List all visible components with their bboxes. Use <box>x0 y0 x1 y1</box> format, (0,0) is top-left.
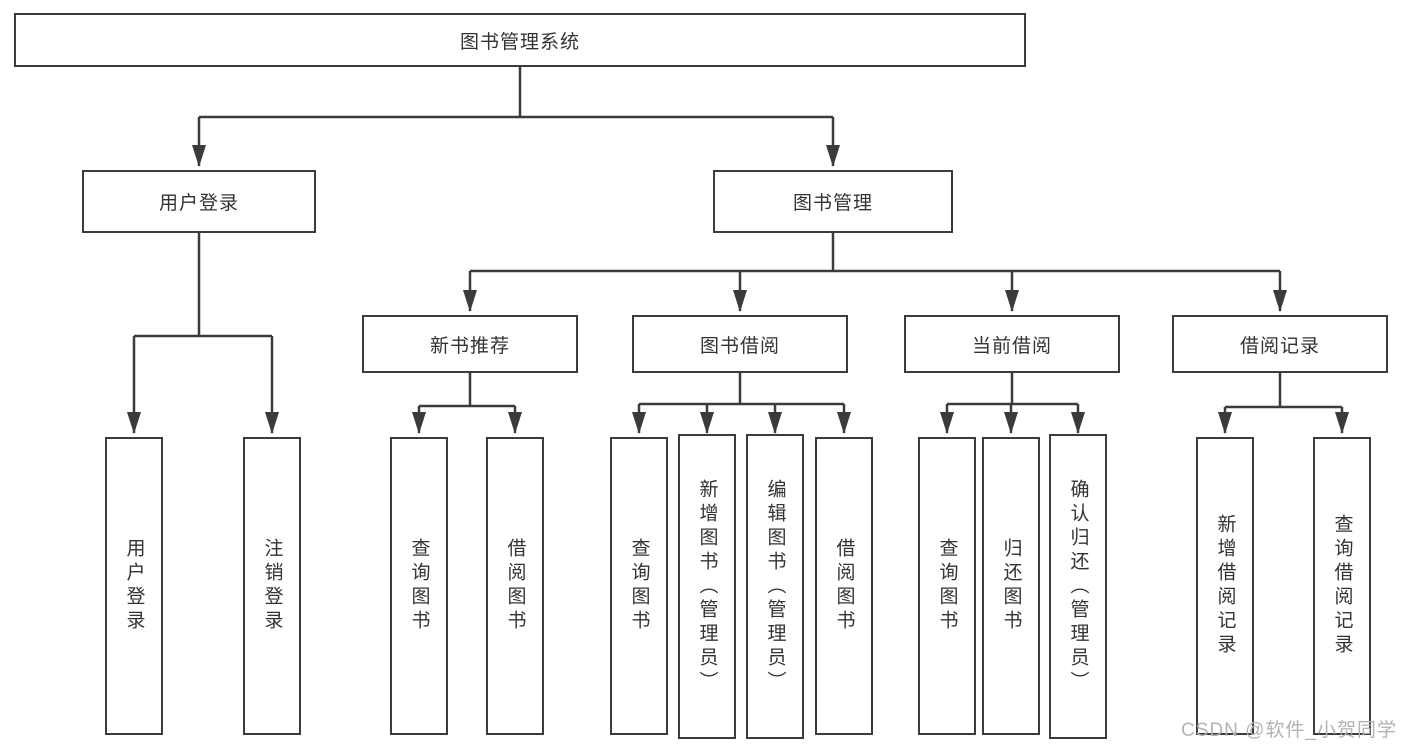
node-bb-borrow-books: 借阅图书 <box>815 437 873 735</box>
node-label: 借阅记录 <box>1239 335 1320 357</box>
connector-borrowing-records-split <box>1225 373 1342 409</box>
node-cb-return-books: 归还图书 <box>982 437 1040 735</box>
node-label: 新书推荐 <box>429 335 510 357</box>
node-label: 借阅图书 <box>504 538 526 634</box>
node-logout-action: 注销登录 <box>243 437 301 735</box>
node-label: 查询图书 <box>936 538 958 634</box>
node-label: 图书管理 <box>792 193 873 214</box>
node-nb-borrow-books: 借阅图书 <box>486 437 544 735</box>
node-label: 新增图书（管理员） <box>696 478 718 695</box>
node-label: 当前借阅 <box>971 335 1052 357</box>
node-bb-edit-books-admin: 编辑图书（管理员） <box>746 434 804 739</box>
node-label: 图书管理系统 <box>459 31 580 53</box>
node-bb-add-books-admin: 新增图书（管理员） <box>678 434 736 739</box>
connector-book-management-split <box>470 233 1280 273</box>
node-label: 借阅图书 <box>833 538 855 634</box>
node-book-management: 图书管理 <box>713 170 953 233</box>
node-label: 注销登录 <box>261 538 283 634</box>
node-nb-query-books: 查询图书 <box>390 437 448 735</box>
node-label: 查询图书 <box>408 538 430 634</box>
node-label: 查询借阅记录 <box>1331 514 1353 658</box>
node-user-login: 用户登录 <box>82 170 316 233</box>
node-library-management-system: 图书管理系统 <box>14 13 1026 67</box>
watermark: CSDN @软件_小贺同学 <box>1181 720 1397 741</box>
connector-user-login-split <box>134 233 272 338</box>
node-br-query-record: 查询借阅记录 <box>1313 437 1371 735</box>
node-label: 查询图书 <box>628 538 650 634</box>
node-book-borrowing: 图书借阅 <box>632 315 848 373</box>
node-label: 用户登录 <box>158 193 239 214</box>
node-label: 编辑图书（管理员） <box>764 478 786 695</box>
node-label: 图书借阅 <box>699 335 780 357</box>
node-cb-confirm-return-admin: 确认归还（管理员） <box>1049 434 1107 739</box>
node-new-book-recommendation: 新书推荐 <box>362 315 578 373</box>
node-user-login-action: 用户登录 <box>105 437 163 735</box>
connector-root-split <box>199 67 833 119</box>
node-label: 用户登录 <box>123 538 145 634</box>
connector-new-book-split <box>419 373 515 408</box>
node-label: 新增借阅记录 <box>1214 514 1236 658</box>
node-current-borrowing: 当前借阅 <box>904 315 1120 373</box>
node-borrowing-records: 借阅记录 <box>1172 315 1388 373</box>
connector-book-borrowing-split <box>639 373 844 406</box>
connector-current-borrowing-split <box>947 373 1078 406</box>
node-label: 归还图书 <box>1000 538 1022 634</box>
node-br-add-record: 新增借阅记录 <box>1196 437 1254 735</box>
node-bb-query-books: 查询图书 <box>610 437 668 735</box>
node-cb-query-books: 查询图书 <box>918 437 976 735</box>
node-label: 确认归还（管理员） <box>1067 478 1089 695</box>
